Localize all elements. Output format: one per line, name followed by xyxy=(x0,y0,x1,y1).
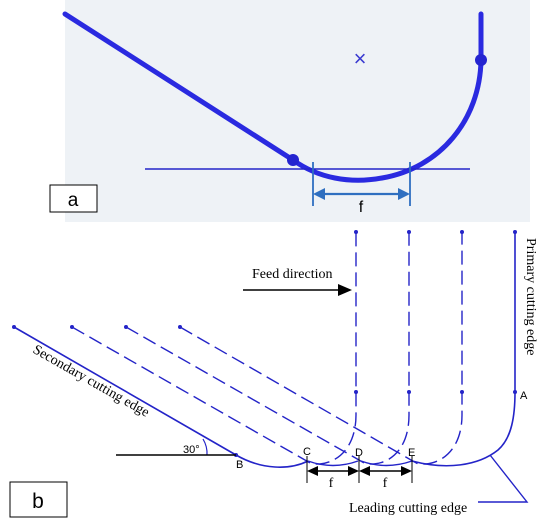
panel-b-label-box xyxy=(9,481,68,518)
panel-a-center-mark: × xyxy=(354,46,367,71)
panel-b-feed-dimension-2-arrow-left xyxy=(359,466,370,476)
panel-b-pass-endpoint-top-3 xyxy=(460,230,464,234)
panel-b-label: b xyxy=(32,490,44,513)
panel-b-feed-label-2: f xyxy=(383,476,388,491)
panel-a-label-box xyxy=(49,184,98,213)
panel-a-dimension-label: f xyxy=(359,199,364,216)
panel-b-feed-direction-label: Feed direction xyxy=(252,267,332,282)
panel-a-dimension-arrow-left xyxy=(313,188,325,200)
panel-b-point-E-label: E xyxy=(408,447,415,459)
panel-a-label: a xyxy=(68,190,79,211)
panel-a-tangent-point-left xyxy=(287,154,299,166)
panel-b-feed-dimension-2-arrow-right xyxy=(401,466,412,476)
panel-b-pass-endpoint-top-1 xyxy=(354,230,358,234)
panel-b-point-C-label: C xyxy=(303,446,311,458)
panel-b-angle-label: 30° xyxy=(183,444,200,456)
panel-a-tangent-point-right xyxy=(475,54,487,66)
panel-b-point-A-marker xyxy=(513,390,517,394)
panel-b-point-A-label: A xyxy=(520,390,528,402)
panel-b-pass-endpoint-mid-1 xyxy=(354,390,358,394)
panel-b-scallop-DE xyxy=(360,460,413,467)
panel-b-leading-edge-callout xyxy=(478,454,529,503)
panel-b-secondary-edge-label: Secondary cutting edge xyxy=(30,342,152,420)
panel-b-feed-arrow-head xyxy=(338,284,352,296)
panel-b-pass-endpoint-left-2 xyxy=(124,325,128,329)
panel-b-pass-endpoint-left-3 xyxy=(178,325,182,329)
panel-b-angle-arc xyxy=(202,438,208,456)
panel-b-feed-label-1: f xyxy=(329,476,334,491)
panel-b-scallop-CD xyxy=(307,460,359,467)
panel-b-primary-edge-label: Primary cutting edge xyxy=(523,238,538,355)
panel-b-tool-endpoint-top xyxy=(513,230,517,234)
panel-b-point-D-label: D xyxy=(355,447,363,459)
panel-a: × f a xyxy=(49,0,530,222)
panel-b-leading-edge-label: Leading cutting edge xyxy=(349,501,467,516)
panel-a-photo-background xyxy=(65,0,530,222)
panel-b-pass-endpoint-top-2 xyxy=(407,230,411,234)
panel-b-feed-dimension-1-arrow-right xyxy=(348,466,359,476)
panel-a-tool-contour xyxy=(62,11,484,183)
panel-b-pass-endpoint-left-1 xyxy=(70,325,74,329)
panel-a-dimension-arrow-right xyxy=(398,188,410,200)
panel-b-pass-endpoint-mid-2 xyxy=(407,390,411,394)
panel-b-point-B-label: B xyxy=(236,459,243,471)
panel-b-annotations: Feed direction f f A B C D E 30° Seconda… xyxy=(9,238,538,518)
panel-b-feed-dimension-1-arrow-left xyxy=(307,466,318,476)
panel-b-tool-endpoint-left xyxy=(12,325,16,329)
panel-b-pass-endpoint-mid-3 xyxy=(460,390,464,394)
panel-b xyxy=(12,230,529,503)
